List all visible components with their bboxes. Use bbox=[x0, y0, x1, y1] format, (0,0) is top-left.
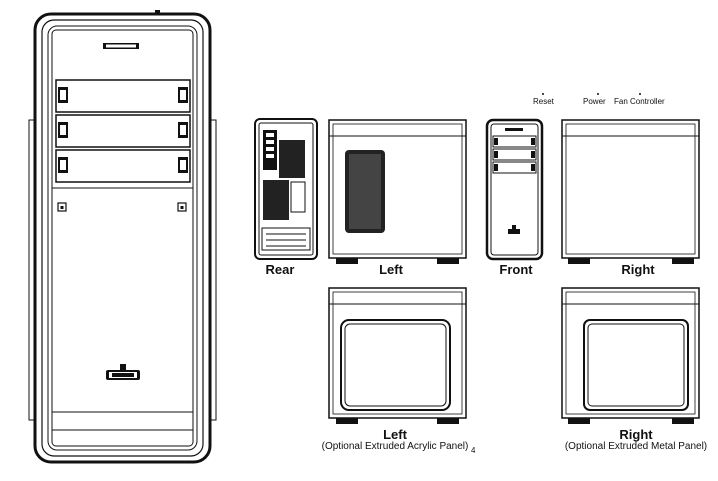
left-label: Left bbox=[379, 262, 404, 277]
rear-label: Rear bbox=[266, 262, 295, 277]
left-optional-label: Left bbox=[383, 427, 408, 442]
right-label: Right bbox=[621, 262, 655, 277]
right-metal-view bbox=[561, 287, 700, 424]
rear-view bbox=[254, 118, 318, 260]
page-number: 4 bbox=[471, 446, 476, 455]
large-front-view bbox=[28, 10, 217, 464]
right-optional-label: Right bbox=[619, 427, 653, 442]
door-lock-icon bbox=[177, 202, 187, 212]
front-label: Front bbox=[499, 262, 533, 277]
left-side-view bbox=[328, 119, 467, 264]
right-optional-note: (Optional Extruded Metal Panel) bbox=[565, 441, 707, 452]
front-view bbox=[485, 118, 544, 261]
left-acrylic-view bbox=[328, 287, 467, 424]
front-controls bbox=[542, 93, 641, 95]
drive-bays bbox=[55, 79, 191, 183]
right-side-view bbox=[561, 119, 700, 264]
fan-controller-label: Fan Controller bbox=[614, 97, 665, 106]
reset-label: Reset bbox=[533, 97, 555, 106]
power-label: Power bbox=[583, 97, 606, 106]
left-optional-note: (Optional Extruded Acrylic Panel) bbox=[322, 441, 469, 452]
brand-logo-icon bbox=[106, 364, 140, 380]
door-lock-icon bbox=[57, 202, 67, 212]
